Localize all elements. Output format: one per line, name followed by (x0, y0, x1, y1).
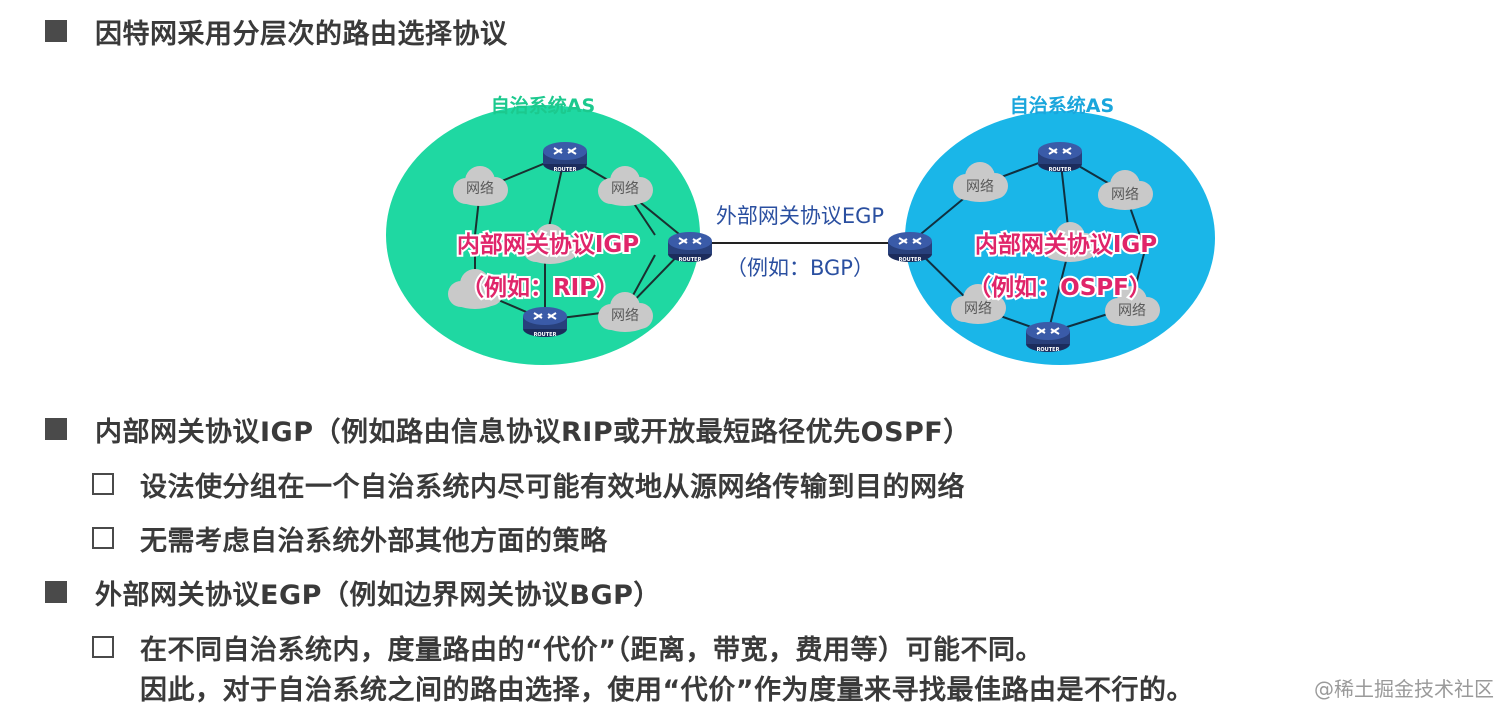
network-label: 网络 (1118, 303, 1146, 319)
right-as-label: 自治系统AS (1010, 94, 1114, 117)
router-label: ROUTER (1049, 167, 1072, 173)
egp-example: （例如：BGP） (726, 256, 874, 280)
bullet-empty-icon (92, 473, 114, 495)
network-label: 网络 (964, 301, 992, 317)
bullet-egp-title: 外部网关协议EGP（例如边界网关协议BGP） (95, 580, 661, 611)
network-label: 网络 (966, 179, 994, 195)
left-as-label: 自治系统AS (491, 94, 595, 117)
right-igp-label: 内部网关协议IGP (975, 231, 1157, 258)
left-igp-example: （例如：RIP） (461, 274, 619, 301)
bullet-filled-icon (45, 418, 67, 440)
bullet-igp-point-2: 无需考虑自治系统外部其他方面的策略 (140, 526, 608, 557)
left-igp-label: 内部网关协议IGP (457, 231, 639, 258)
network-diagram: 自治系统AS 自治系统AS 网络 (386, 94, 1215, 365)
watermark: @稀土掘金技术社区 (1314, 677, 1494, 701)
router-label: ROUTER (679, 257, 702, 263)
bullet-egp-point-1: 在不同自治系统内，度量路由的“代价”（距离，带宽，费用等）可能不同。 (140, 635, 1043, 666)
heading-bullet-icon (45, 20, 67, 42)
network-label: 网络 (611, 308, 639, 324)
network-label: 网络 (611, 181, 639, 197)
bullet-empty-icon (92, 636, 114, 658)
bullet-igp-title: 内部网关协议IGP（例如路由信息协议RIP或开放最短路径优先OSPF） (95, 417, 971, 448)
egp-label: 外部网关协议EGP (716, 204, 884, 228)
bullet-filled-icon (45, 581, 67, 603)
router-label: ROUTER (899, 257, 922, 263)
router-label: ROUTER (534, 332, 557, 338)
right-igp-example: （例如：OSPF） (968, 274, 1152, 301)
page-title: 因特网采用分层次的路由选择协议 (95, 19, 508, 50)
bullet-egp-point-1-continued: 因此，对于自治系统之间的路由选择，使用“代价”作为度量来寻找最佳路由是不行的。 (140, 675, 1194, 706)
bullet-igp-point-1: 设法使分组在一个自治系统内尽可能有效地从源网络传输到目的网络 (140, 472, 965, 503)
network-label: 网络 (1111, 187, 1139, 203)
bullet-empty-icon (92, 527, 114, 549)
router-label: ROUTER (554, 167, 577, 173)
network-label: 网络 (466, 181, 494, 197)
router-label: ROUTER (1037, 347, 1060, 353)
